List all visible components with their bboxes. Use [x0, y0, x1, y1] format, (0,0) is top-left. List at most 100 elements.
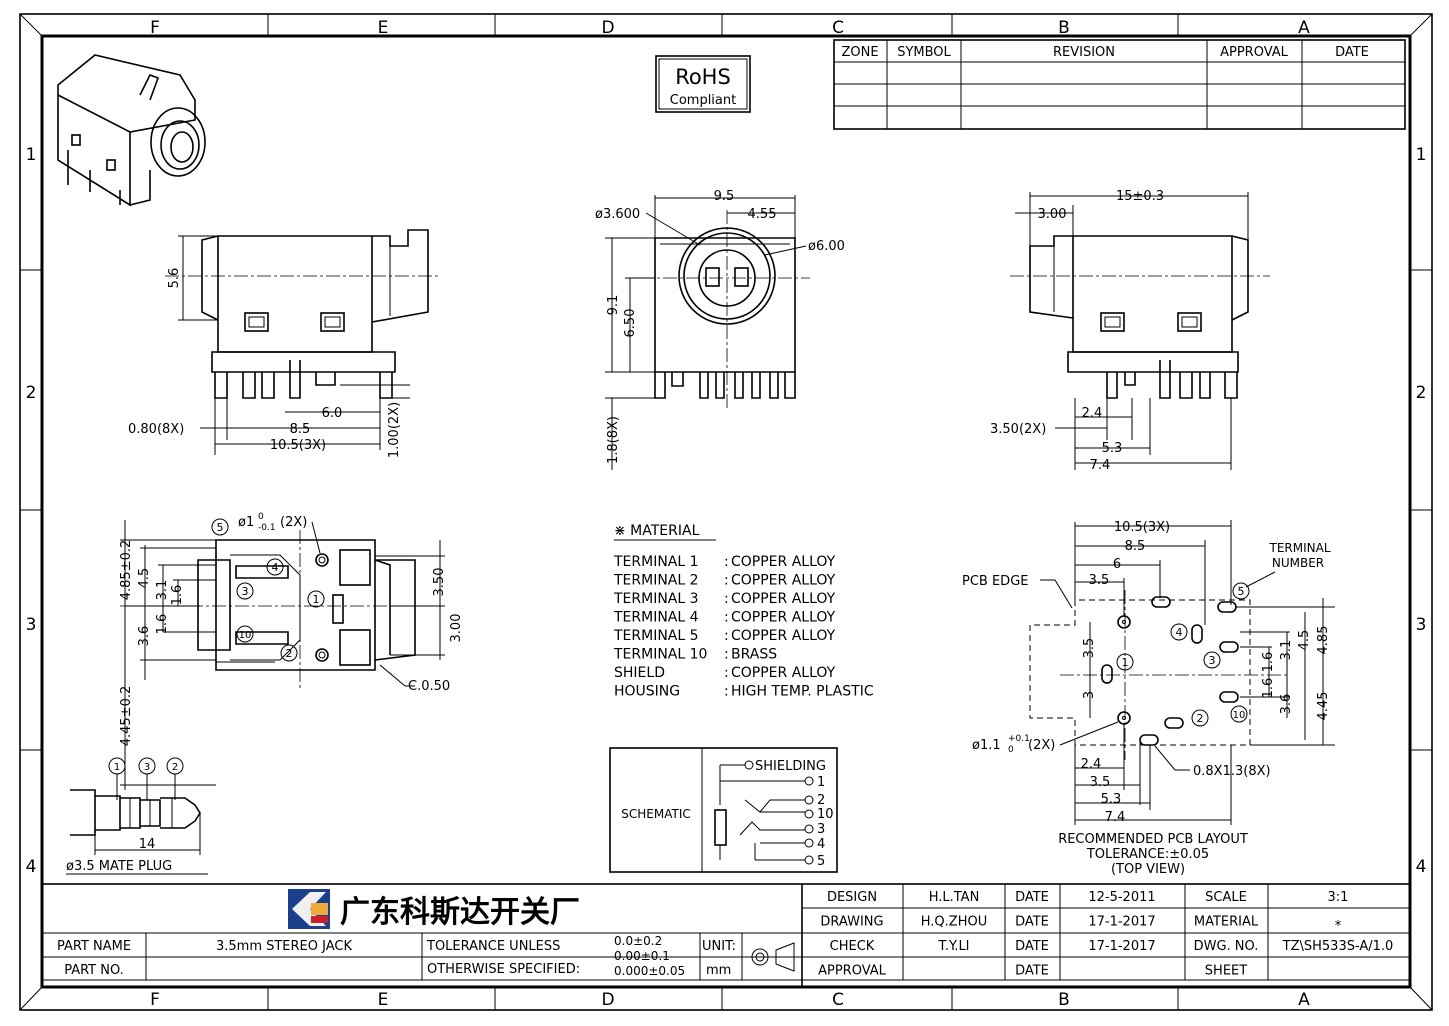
dim-hole-count: (2X)	[280, 515, 307, 530]
bottom-view: 5 4 3 1 10 2 ø1 0 -0.1 (2X) 4.85±0.2 4.5…	[119, 512, 464, 790]
dim-3-1: 3.1	[155, 580, 170, 601]
dim-4-45: 4.45±0.2	[119, 686, 134, 747]
pcb-dim-6: 6	[1113, 557, 1121, 572]
material-colon: :	[724, 573, 729, 589]
material-value: COPPER ALLOY	[731, 665, 836, 681]
plug-label-1: 1	[114, 762, 120, 773]
part-name-value: 3.5mm STEREO JACK	[216, 939, 352, 954]
material-item: HOUSING	[614, 684, 680, 700]
zone-row-right: 2	[1416, 383, 1427, 403]
projection-icon	[748, 942, 798, 972]
dim-hole-tol-up: 0	[258, 512, 264, 522]
pcb-dim-1-6b: 1.6	[1261, 678, 1276, 699]
material-item: TERMINAL 10	[613, 647, 707, 663]
zone-labels: F E D C B A F E D C B A 1 2 3 4 1 2 3 4	[26, 18, 1427, 1010]
terminal-number-label-2: NUMBER	[1272, 556, 1324, 570]
dim-5-3: 5.3	[1102, 441, 1123, 456]
pcb-edge-label: PCB EDGE	[962, 574, 1028, 589]
material-item: TERMINAL 1	[613, 554, 699, 570]
zone-col-bottom: A	[1298, 990, 1310, 1010]
terminal-bubble	[307, 590, 325, 608]
title-date-label: DATE	[1015, 964, 1049, 979]
material-colon: :	[724, 610, 729, 626]
dim-9-5: 9.5	[714, 189, 735, 204]
title-key: DWG. NO.	[1194, 939, 1259, 954]
terminal-bubble	[1203, 651, 1221, 669]
bottom-term-3: 3	[242, 585, 249, 598]
dim-d6-00: ø6.00	[808, 239, 845, 254]
title-role: DRAWING	[820, 915, 883, 930]
pcb-dim-3-6: 3.6	[1279, 694, 1294, 715]
dim-3-50b: 3.50	[432, 568, 447, 597]
bottom-term-10: 10	[239, 630, 252, 641]
tolerance-value-1: 0.0±0.2	[614, 934, 662, 948]
title-value: 3:1	[1328, 890, 1349, 905]
schematic-label: SCHEMATIC	[621, 807, 690, 821]
title-value: TZ\SH533S-A/1.0	[1282, 939, 1394, 954]
zone-col-bottom: B	[1058, 990, 1070, 1010]
revision-table: ZONE SYMBOL REVISION APPROVAL DATE	[833, 39, 1406, 130]
title-role: CHECK	[830, 939, 875, 954]
bottom-term-1: 1	[313, 593, 320, 606]
rev-header-approval: APPROVAL	[1220, 45, 1289, 60]
frame	[19, 13, 1433, 1011]
dim-4-55: 4.55	[748, 207, 777, 222]
title-date: 17-1-2017	[1088, 939, 1155, 954]
pcb-dim-2-4: 2.4	[1081, 757, 1102, 772]
pcb-dim-3-1: 3.1	[1279, 640, 1294, 661]
title-date: 12-5-2011	[1088, 890, 1155, 905]
part-no-label: PART NO.	[64, 963, 124, 978]
dim-7-4: 7.4	[1090, 458, 1111, 473]
terminal-number-label-1: TERMINAL	[1268, 541, 1330, 555]
terminal-bubble	[1191, 709, 1209, 727]
material-value: COPPER ALLOY	[731, 610, 836, 626]
isometric-view	[57, 54, 206, 207]
title-key: SCALE	[1205, 890, 1247, 905]
dim-hole-tol-dn: -0.1	[258, 523, 276, 533]
material-item: TERMINAL 4	[613, 610, 699, 626]
part-name-label: PART NAME	[57, 939, 131, 954]
pcb-slot-label: 0.8X1.3(8X)	[1193, 764, 1271, 779]
tolerance-value-3: 0.000±0.05	[614, 964, 685, 978]
side-view-left: 5.6 0.80(8X) 6.0 8.5 10.5(3X) 1.00(2X)	[128, 229, 440, 458]
terminal-bubble	[280, 644, 298, 662]
material-colon: :	[724, 591, 729, 607]
title-value: ⁎	[1335, 915, 1342, 930]
zone-col-top: A	[1298, 18, 1310, 38]
zone-col-top: E	[378, 18, 389, 38]
dim-6-0: 6.0	[322, 406, 343, 421]
schem-pin-5: 5	[817, 854, 825, 869]
dim-8-5: 8.5	[290, 422, 311, 437]
pcb-dim-1-6a: 1.6	[1261, 652, 1276, 673]
rohs-badge: RoHS Compliant	[655, 55, 751, 113]
dim-3-00b: 3.00	[449, 614, 464, 643]
pcb-hole-tol-dn: 0	[1008, 745, 1014, 755]
title-date-label: DATE	[1015, 890, 1049, 905]
zone-row-right: 1	[1416, 145, 1427, 165]
material-value: COPPER ALLOY	[731, 573, 836, 589]
title-name: T.Y.LI	[937, 939, 969, 954]
zone-col-bottom: F	[150, 990, 160, 1010]
material-title: ⋇ MATERIAL	[614, 523, 700, 539]
zone-col-bottom: E	[378, 990, 389, 1010]
pcb-caption-3: (TOP VIEW)	[1111, 862, 1185, 877]
dim-hole: ø1	[238, 515, 254, 530]
dim-15: 15±0.3	[1116, 189, 1164, 204]
bottom-term-5: 5	[217, 521, 224, 534]
company-logo	[288, 889, 330, 929]
zone-row-left: 3	[26, 615, 37, 635]
pcb-dim-4-45: 4.45	[1316, 692, 1331, 721]
pcb-dim-10-5: 10.5(3X)	[1114, 520, 1170, 535]
material-item: TERMINAL 2	[613, 573, 699, 589]
material-list: ⋇ MATERIAL TERMINAL 1 COPPER ALLOY: TERMIN…	[613, 523, 874, 700]
pcb-dim-3-v: 3	[1082, 691, 1097, 699]
pcb-dim-3-5-top: 3.5	[1089, 573, 1110, 588]
plug-label-3: 3	[144, 762, 150, 773]
dim-6-50: 6.50	[623, 309, 638, 338]
schem-pin-1: 1	[817, 775, 825, 790]
dim-0-80: 0.80(8X)	[128, 422, 184, 437]
dim-d3-600: ø3.600	[595, 207, 640, 222]
zone-row-right: 4	[1416, 857, 1427, 877]
